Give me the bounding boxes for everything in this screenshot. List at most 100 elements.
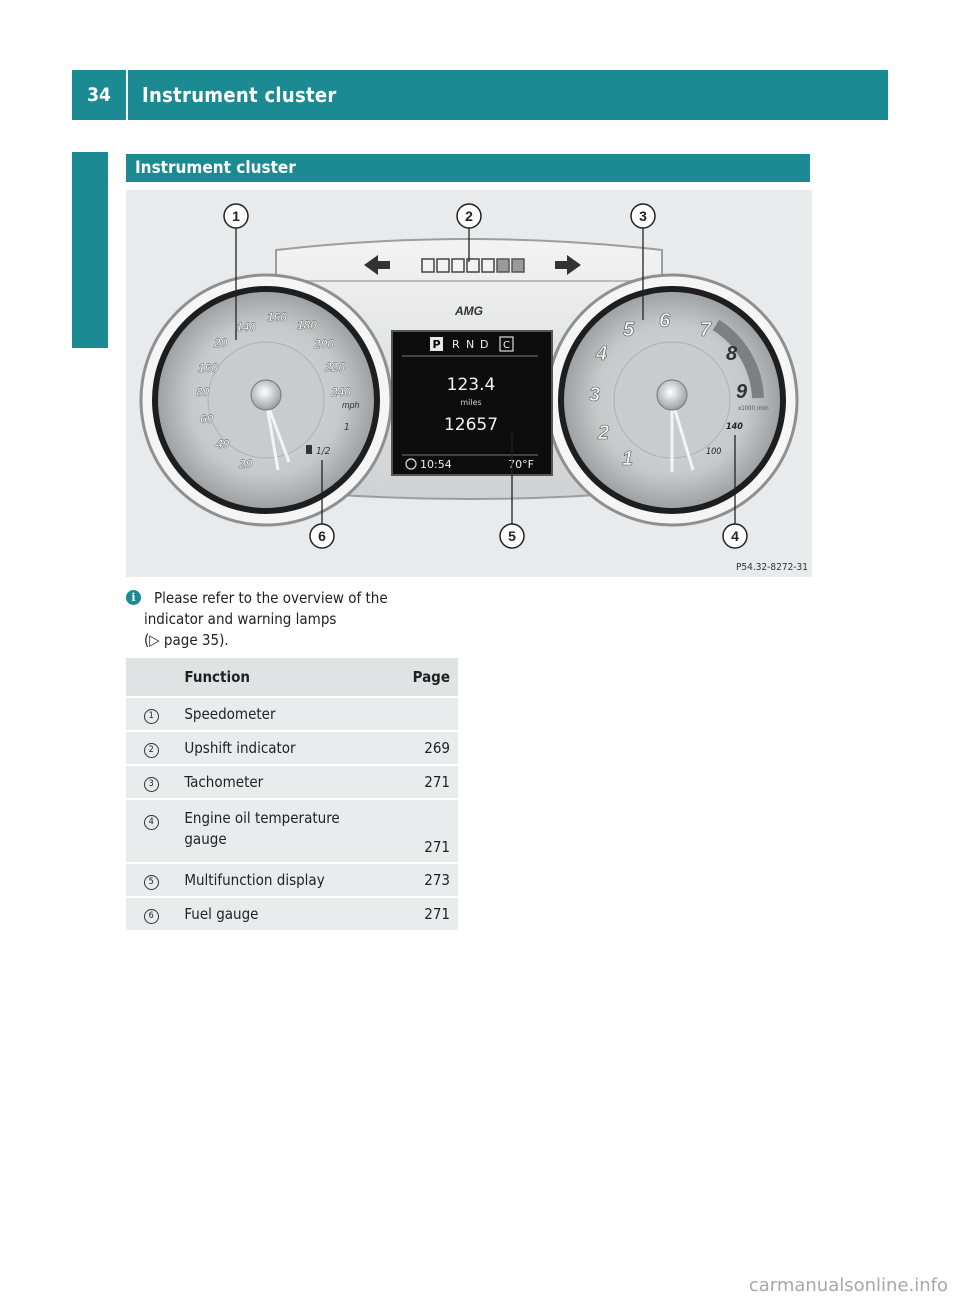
- row-function-line-2: gauge: [184, 830, 227, 848]
- fuel-pump-icon: [306, 445, 312, 454]
- svg-text:40: 40: [215, 437, 230, 451]
- svg-text:160: 160: [198, 361, 218, 375]
- header-function: Function: [176, 658, 393, 698]
- svg-text:R: R: [452, 338, 460, 351]
- svg-text:N: N: [466, 338, 474, 351]
- page-title: Instrument cluster: [142, 83, 337, 107]
- section-heading: Instrument cluster: [126, 154, 810, 182]
- svg-text:C: C: [503, 340, 510, 351]
- info-line-3: (▷ page 35).: [144, 631, 229, 649]
- row-function: Multifunction display: [176, 864, 393, 898]
- header-num: [126, 658, 177, 698]
- svg-text:D: D: [480, 338, 488, 351]
- upshift-indicator: [421, 258, 525, 273]
- fuel-label: 1/2: [316, 446, 331, 457]
- page-header: 34 Instrument cluster: [72, 70, 888, 120]
- outside-temp: 70°F: [508, 458, 534, 471]
- callout-6: 6: [309, 523, 335, 549]
- svg-text:8: 8: [726, 343, 738, 365]
- row-number: 1: [143, 709, 159, 724]
- svg-text:20: 20: [213, 336, 228, 350]
- row-number: 3: [143, 777, 159, 792]
- info-line-2: indicator and warning lamps: [144, 610, 337, 628]
- clock-icon: [405, 458, 417, 470]
- svg-text:220: 220: [324, 360, 345, 374]
- row-page: 269: [392, 732, 458, 766]
- svg-text:200: 200: [313, 337, 334, 351]
- svg-text:P: P: [432, 338, 440, 351]
- row-function: Upshift indicator: [176, 732, 393, 766]
- table-row: 6 Fuel gauge 271: [126, 898, 458, 932]
- clock-value: 10:54: [420, 458, 452, 471]
- svg-text:5: 5: [508, 528, 516, 544]
- callout-4: 4: [722, 523, 748, 549]
- svg-text:60: 60: [200, 412, 214, 426]
- svg-text:6: 6: [659, 310, 671, 332]
- svg-text:2: 2: [465, 208, 473, 224]
- left-arrow-icon: [364, 255, 390, 275]
- svg-text:3: 3: [589, 384, 600, 406]
- svg-text:80: 80: [196, 385, 210, 399]
- svg-text:100: 100: [706, 447, 721, 457]
- svg-text:140: 140: [726, 422, 743, 432]
- header-page: Page: [392, 658, 458, 698]
- row-number: 2: [143, 743, 159, 758]
- info-line-1: Please refer to the overview of the: [154, 589, 388, 607]
- watermark: carmanualsonline.info: [748, 1275, 948, 1296]
- instrument-cluster-figure: AMG 140 160 180 200 220 240 20 160 80 60…: [126, 190, 812, 577]
- row-number: 5: [143, 875, 159, 890]
- svg-text:5: 5: [623, 319, 635, 341]
- table-row: 1 Speedometer: [126, 698, 458, 732]
- row-function: Engine oil temperature gauge: [176, 800, 393, 864]
- info-icon: i: [126, 590, 141, 605]
- table-row: 4 Engine oil temperature gauge 271: [126, 800, 458, 864]
- row-function-line-1: Engine oil temperature: [184, 809, 340, 827]
- callout-2: 2: [456, 203, 482, 229]
- function-table: Function Page 1 Speedometer 2 Upshift in…: [126, 658, 458, 932]
- row-function: Tachometer: [176, 766, 393, 800]
- callout-3: 3: [630, 203, 656, 229]
- svg-text:1: 1: [344, 422, 350, 433]
- side-tab-label: At a glance: [78, 210, 102, 330]
- row-number: 4: [143, 815, 159, 830]
- svg-text:4: 4: [731, 528, 739, 544]
- figure-reference: P54.32-8272-31: [735, 562, 808, 573]
- table-row: 3 Tachometer 271: [126, 766, 458, 800]
- odometer-value: 12657: [444, 415, 498, 435]
- page-number: 34: [72, 70, 128, 120]
- instrument-cluster-illustration: AMG 140 160 180 200 220 240 20 160 80 60…: [139, 203, 799, 549]
- svg-text:180: 180: [297, 318, 317, 332]
- row-function: Speedometer: [176, 698, 393, 732]
- row-page: [392, 698, 458, 732]
- svg-text:20: 20: [238, 457, 253, 471]
- callout-5: 5: [499, 523, 525, 549]
- table-row: 2 Upshift indicator 269: [126, 732, 458, 766]
- row-page: 273: [392, 864, 458, 898]
- svg-text:140: 140: [236, 320, 256, 334]
- table-row: 5 Multifunction display 273: [126, 864, 458, 898]
- trip-value: 123.4: [447, 375, 496, 395]
- speed-unit: mph: [342, 400, 360, 410]
- side-tab-marker: [72, 152, 108, 348]
- svg-text:6: 6: [318, 528, 326, 544]
- svg-text:7: 7: [700, 319, 712, 341]
- tach-unit: x1000 /min: [738, 405, 769, 412]
- svg-text:2: 2: [597, 422, 609, 444]
- tachometer-dial: 5 6 7 4 3 2 1 8 9 x1000 /min 140 100: [545, 273, 799, 527]
- callout-1: 1: [223, 203, 249, 229]
- row-function: Fuel gauge: [176, 898, 393, 932]
- table-header-row: Function Page: [126, 658, 458, 698]
- brand-logo: AMG: [454, 304, 483, 318]
- svg-text:4: 4: [595, 343, 607, 365]
- svg-text:3: 3: [639, 208, 647, 224]
- trip-unit: miles: [460, 398, 481, 407]
- svg-text:160: 160: [267, 310, 287, 324]
- svg-text:1: 1: [622, 448, 633, 470]
- row-page: 271: [392, 800, 458, 864]
- svg-text:240: 240: [330, 385, 351, 399]
- svg-text:1: 1: [232, 208, 240, 224]
- row-number: 6: [143, 909, 159, 924]
- row-page: 271: [392, 766, 458, 800]
- svg-text:9: 9: [736, 381, 748, 403]
- multifunction-display: P R N D C 123.4 miles 12657 10:54 70°F: [391, 330, 553, 476]
